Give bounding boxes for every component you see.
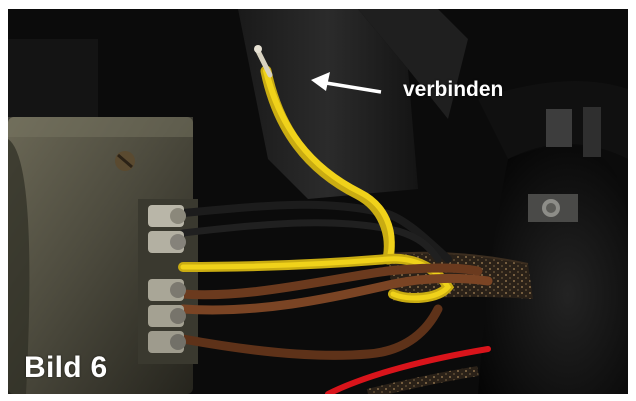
- small-bracket: [583, 107, 601, 157]
- arrow-head: [311, 72, 330, 91]
- fender-right: [478, 145, 628, 394]
- cable-loom-lower: [366, 366, 479, 394]
- left-panel: [8, 39, 98, 129]
- wire-tip: [254, 45, 262, 53]
- photo-caption: Bild 6: [24, 351, 108, 384]
- wire-yellow: [180, 256, 452, 301]
- wire-yellow-upper: [263, 68, 395, 260]
- photo: verbinden Bild 6: [8, 9, 628, 394]
- wire-black: [179, 200, 452, 263]
- housing-shadow: [8, 139, 30, 394]
- metal-bracket: [238, 9, 418, 199]
- wire-brown: [178, 263, 483, 300]
- loom-edge: [387, 251, 529, 265]
- terminal-screws: [148, 205, 186, 353]
- wire-red: [325, 346, 491, 394]
- small-bracket: [546, 109, 572, 147]
- arrow-shaft: [319, 80, 382, 94]
- bracket-edge: [358, 9, 468, 119]
- bolt-center: [546, 203, 556, 213]
- wire-end-stripped: [255, 48, 273, 78]
- wire-black: [179, 219, 442, 263]
- housing-top-edge: [8, 117, 193, 137]
- engine-bay-scene: [8, 9, 628, 394]
- wire-brown: [178, 304, 443, 360]
- annotation-label: verbinden: [403, 78, 504, 101]
- screw-slot: [117, 153, 133, 169]
- wire-brown: [178, 273, 493, 315]
